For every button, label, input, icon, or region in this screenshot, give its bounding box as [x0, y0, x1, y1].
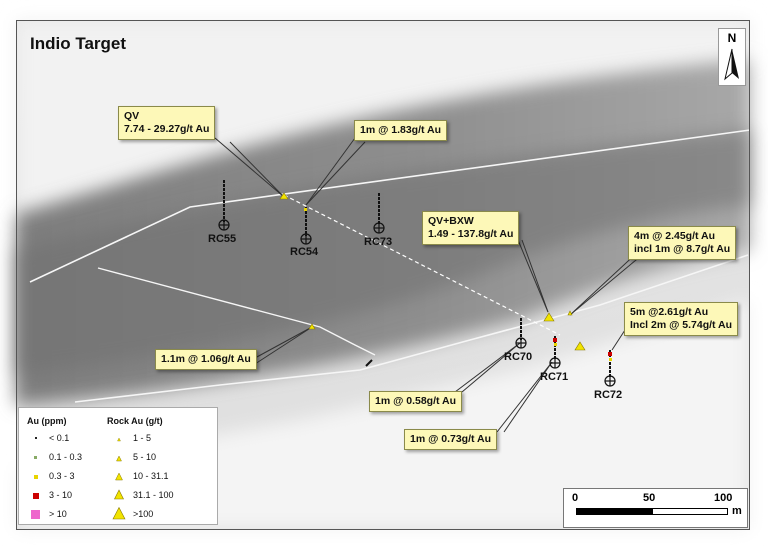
legend-au-item-4: 3 - 10: [49, 490, 73, 500]
callout-rc72-line1: 5m @2.61g/t Au: [630, 306, 709, 318]
rock-sample-qv: [279, 192, 289, 200]
rock-sample-left: [308, 323, 316, 330]
legend-au-header: Au (ppm): [27, 416, 67, 426]
rock-sample-small: [567, 310, 573, 316]
scale-label-50: 50: [643, 492, 656, 504]
scale-label-100: 100: [714, 492, 733, 504]
legend-rock-symbol-1: [117, 437, 121, 442]
callout-qv-bxw-line1: QV+BXW: [428, 215, 474, 227]
callout-rc71-bottom-line1: 1m @ 0.73g/t Au: [410, 433, 492, 445]
legend-rock-symbol-4: [114, 489, 124, 500]
legend-rock-item-3: 10 - 31.1: [133, 471, 169, 481]
legend-rock-symbol-5: [112, 507, 126, 520]
callout-rc71-top-line2: incl 1m @ 8.7g/t Au: [634, 243, 731, 255]
legend-au-symbol-3: [34, 475, 38, 479]
callout-rc72-line2: Incl 2m @ 5.74g/t Au: [630, 319, 733, 331]
dark-terrain-core: [16, 130, 750, 375]
legend-rock-header: Rock Au (g/t): [107, 416, 163, 426]
legend-au-symbol-2: [34, 456, 37, 459]
legend-rock-item-1: 1 - 5: [133, 433, 152, 443]
callout-rc71-bottom: 1m @ 0.73g/t Au: [404, 429, 498, 450]
legend-au-item-5: > 10: [49, 509, 67, 519]
callout-leaders: [214, 137, 649, 433]
rock-sample-east: [574, 341, 586, 351]
scale-segment-white: [652, 508, 728, 515]
callout-rc71-top-line1: 4m @ 2.45g/t Au: [634, 230, 716, 242]
label-rc55: RC55: [208, 233, 237, 245]
legend: Au (ppm) Rock Au (g/t) < 0.1 0.1 - 0.3 0…: [18, 407, 218, 525]
callout-rc71-top: 4m @ 2.45g/t Au incl 1m @ 8.7g/t Au: [628, 226, 737, 260]
callout-rc72: 5m @2.61g/t Au Incl 2m @ 5.74g/t Au: [624, 302, 739, 336]
legend-au-symbol-5: [31, 510, 40, 519]
label-rc54: RC54: [290, 246, 319, 258]
label-rc71: RC71: [540, 371, 569, 383]
road-lower: [74, 254, 749, 403]
legend-rock-item-2: 5 - 10: [133, 452, 157, 462]
north-arrow: N: [718, 28, 746, 86]
legend-au-symbol-1: [35, 437, 37, 439]
scale-bar: 0 50 100 m: [563, 488, 748, 528]
label-rc72: RC72: [594, 389, 623, 401]
callout-qv-bxw-line2: 1.49 - 137.8g/t Au: [428, 228, 514, 240]
road-upper: [29, 129, 751, 283]
callout-qv-line2: 7.74 - 29.27g/t Au: [124, 123, 210, 135]
legend-rock-symbol-3: [115, 472, 123, 481]
rock-sample-qv-bxw: [543, 312, 555, 322]
legend-rock-item-5: >100: [133, 509, 154, 519]
scale-label-0: 0: [572, 492, 579, 504]
callout-qv-bxw: QV+BXW 1.49 - 137.8g/t Au: [422, 211, 520, 245]
drill-traces: [223, 180, 612, 378]
road-middle: [97, 267, 376, 356]
callout-qv: QV 7.74 - 29.27g/t Au: [118, 106, 216, 140]
callout-rc54-line1: 1m @ 1.83g/t Au: [360, 124, 442, 136]
legend-rock-symbol-2: [116, 455, 122, 462]
label-rc73: RC73: [364, 236, 393, 248]
legend-au-symbol-4: [33, 493, 39, 499]
north-label: N: [727, 31, 737, 45]
callout-rc54: 1m @ 1.83g/t Au: [354, 120, 448, 141]
label-rc70: RC70: [504, 351, 533, 363]
map-title: Indio Target: [30, 34, 127, 53]
legend-au-item-2: 0.1 - 0.3: [49, 452, 83, 462]
callout-rc70: 1m @ 0.58g/t Au: [369, 391, 463, 412]
north-arrow-icon: [724, 48, 739, 81]
legend-rock-item-4: 31.1 - 100: [133, 490, 174, 500]
scale-segment-black: [576, 508, 652, 515]
scale-unit: m: [732, 505, 742, 517]
rock-samples: [279, 192, 586, 351]
legend-au-item-3: 0.3 - 3: [49, 471, 75, 481]
callout-qv-line1: QV: [124, 110, 140, 122]
callout-sample-left-line1: 1.1m @ 1.06g/t Au: [161, 353, 251, 365]
drill-collars: [218, 219, 616, 387]
vein-trace: [283, 194, 561, 336]
callout-sample-left: 1.1m @ 1.06g/t Au: [155, 349, 257, 370]
callout-rc70-line1: 1m @ 0.58g/t Au: [375, 395, 457, 407]
legend-au-item-1: < 0.1: [49, 433, 70, 443]
